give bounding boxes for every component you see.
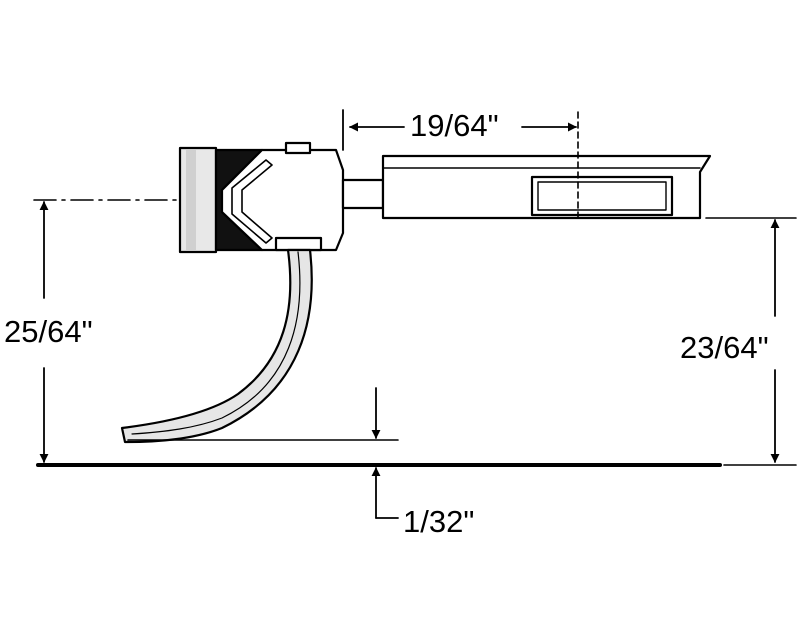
- dimension-label-top: 19/64": [410, 108, 499, 143]
- dimension-label-left: 25/64": [4, 314, 93, 349]
- coupler-head: [178, 141, 345, 254]
- dimension-label-bottom: 1/32": [403, 504, 475, 539]
- dimension-19-64: [342, 109, 579, 223]
- draft-gear-box: [381, 154, 712, 220]
- dimension-1-32: [127, 387, 399, 519]
- trip-pin-highlight: [131, 251, 301, 435]
- dimension-23-64: [705, 217, 797, 466]
- coupler-shank: [341, 178, 385, 210]
- dimension-label-right: 23/64": [680, 330, 769, 365]
- trip-pin: [120, 248, 313, 444]
